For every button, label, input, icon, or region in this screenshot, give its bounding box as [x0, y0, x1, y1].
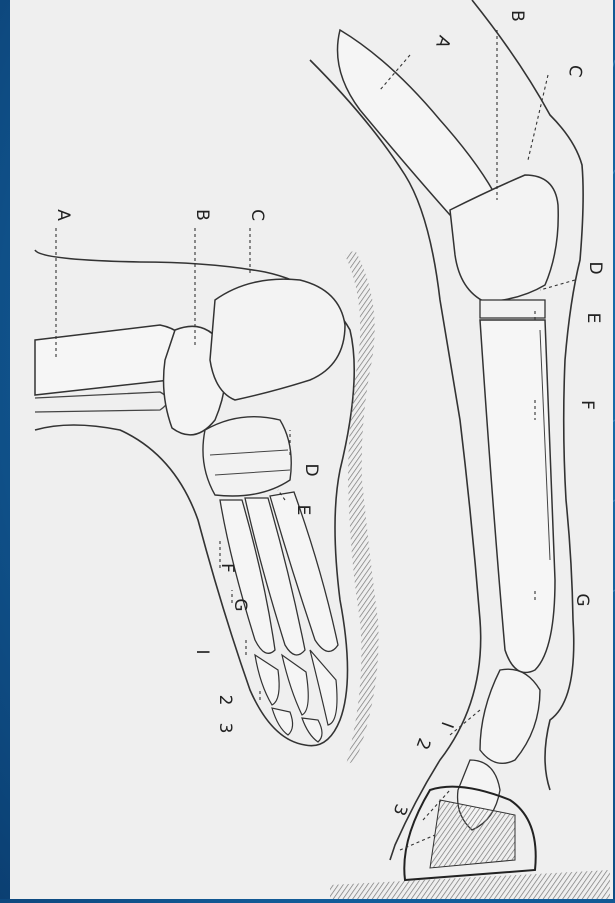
- metatarsal-bones: [220, 492, 338, 655]
- foot-label-c: C: [247, 209, 267, 221]
- leg-label-i: I: [436, 719, 457, 731]
- foot-label-3: 3: [215, 723, 235, 734]
- foot-label-2: 2: [215, 695, 235, 706]
- foot-label-f: F: [217, 563, 237, 573]
- leg-label-3: 3: [388, 801, 410, 818]
- fibula-bone: [35, 392, 168, 412]
- phalanx-bones: [255, 650, 337, 742]
- calcaneus-bone: [210, 279, 345, 400]
- foot-label-e: E: [293, 505, 313, 516]
- foot-label-a: A: [53, 209, 73, 221]
- leg-label-e: E: [583, 313, 603, 324]
- leg-label-2: 2: [411, 735, 433, 752]
- leg-pastern-bones: [480, 669, 540, 763]
- foot-label-g: G: [230, 598, 250, 611]
- tarsal-bones: [203, 417, 291, 496]
- anatomy-plate: A B C D E F G I 2 3: [10, 0, 613, 899]
- human-foot-figure: A B C D E F G I 2 3: [35, 209, 379, 765]
- leg-label-a: A: [431, 33, 454, 51]
- leg-cannon-bone: [480, 320, 555, 673]
- leg-label-b: B: [507, 10, 527, 22]
- foot-label-i: I: [192, 649, 212, 654]
- foot-shadow: [345, 250, 379, 765]
- leg-label-f: F: [577, 400, 597, 410]
- comparative-anatomy-drawing: A B C D E F G I 2 3: [10, 0, 613, 899]
- foot-label-d: D: [301, 463, 321, 476]
- leg-upper-bone: [338, 30, 499, 218]
- leg-label-c: C: [564, 63, 586, 78]
- foot-label-b: B: [192, 209, 212, 221]
- leg-label-d: D: [585, 261, 605, 274]
- leg-label-g: G: [572, 593, 592, 606]
